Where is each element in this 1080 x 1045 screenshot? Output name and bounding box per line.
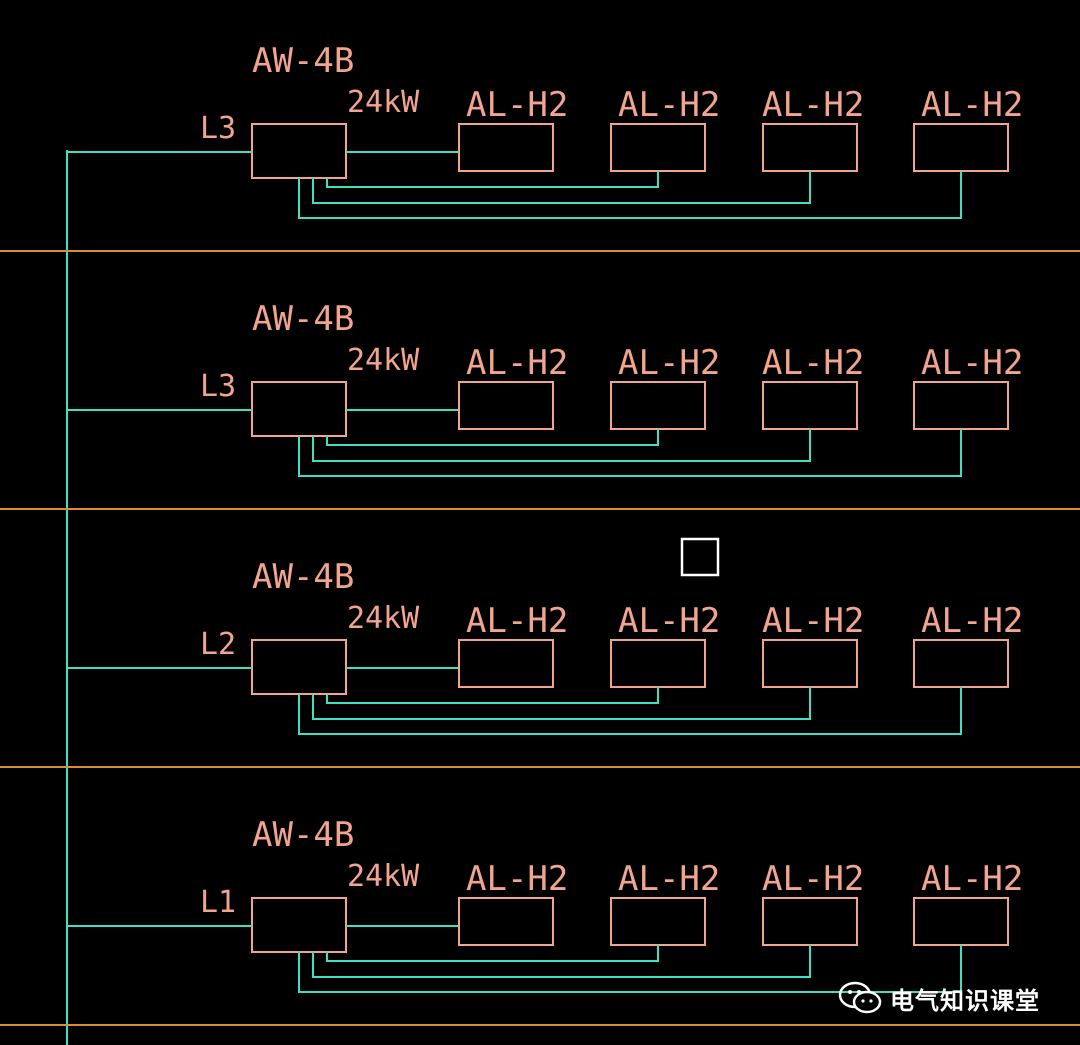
load-circuit-wire	[326, 429, 659, 446]
load-label: AL-H2	[466, 859, 568, 899]
load-box	[610, 381, 706, 430]
load-box	[762, 381, 858, 430]
load-box	[762, 639, 858, 688]
distribution-panel-box	[251, 381, 347, 437]
load-label: AL-H2	[762, 85, 864, 125]
load-box	[458, 381, 554, 430]
load-box	[458, 639, 554, 688]
load-box	[610, 639, 706, 688]
panel-label: AW-4B	[252, 299, 354, 339]
load-label: AL-H2	[762, 859, 864, 899]
panel-power-label: 24kW	[347, 343, 420, 378]
load-box	[610, 123, 706, 172]
load-circuit-wire	[312, 945, 811, 978]
load-circuit-wire	[326, 687, 659, 704]
load-circuit-wire	[298, 687, 962, 735]
load-box	[458, 897, 554, 946]
load-box	[762, 897, 858, 946]
distribution-panel-box	[251, 639, 347, 695]
load-box	[913, 639, 1009, 688]
load-circuit-wire	[312, 171, 811, 204]
panel-power-label: 24kW	[347, 859, 420, 894]
load-label: AL-H2	[921, 85, 1023, 125]
load-label: AL-H2	[618, 601, 720, 641]
wechat-icon	[838, 981, 882, 1014]
watermark: 电气知识课堂	[838, 978, 1040, 1018]
panel-power-label: 24kW	[347, 601, 420, 636]
load-circuit-wire	[298, 171, 962, 219]
load-label: AL-H2	[618, 859, 720, 899]
floor-level-label: L3	[200, 111, 236, 146]
load-label: AL-H2	[466, 601, 568, 641]
load-box	[762, 123, 858, 172]
load-box	[913, 897, 1009, 946]
watermark-text: 电气知识课堂	[890, 986, 1040, 1015]
load-label: AL-H2	[921, 343, 1023, 383]
cad-cursor-pickbox	[680, 537, 720, 577]
load-circuit-wire	[312, 429, 811, 462]
load-box	[458, 123, 554, 172]
load-label: AL-H2	[762, 601, 864, 641]
load-label: AL-H2	[618, 85, 720, 125]
panel-label: AW-4B	[252, 557, 354, 597]
panel-label: AW-4B	[252, 41, 354, 81]
load-label: AL-H2	[921, 601, 1023, 641]
load-circuit-wire	[326, 171, 659, 188]
load-circuit-wire	[298, 945, 962, 993]
floor-level-label: L3	[200, 369, 236, 404]
load-box	[913, 123, 1009, 172]
load-circuit-wire	[298, 429, 962, 477]
floor-level-label: L1	[200, 885, 236, 920]
load-circuit-wire	[326, 945, 659, 962]
load-label: AL-H2	[921, 859, 1023, 899]
distribution-panel-box	[251, 123, 347, 179]
distribution-panel-box	[251, 897, 347, 953]
load-box	[610, 897, 706, 946]
load-label: AL-H2	[466, 343, 568, 383]
load-label: AL-H2	[466, 85, 568, 125]
load-box	[913, 381, 1009, 430]
load-label: AL-H2	[618, 343, 720, 383]
load-label: AL-H2	[762, 343, 864, 383]
load-circuit-wire	[312, 687, 811, 720]
floor-level-label: L2	[200, 627, 236, 662]
panel-power-label: 24kW	[347, 85, 420, 120]
panel-label: AW-4B	[252, 815, 354, 855]
